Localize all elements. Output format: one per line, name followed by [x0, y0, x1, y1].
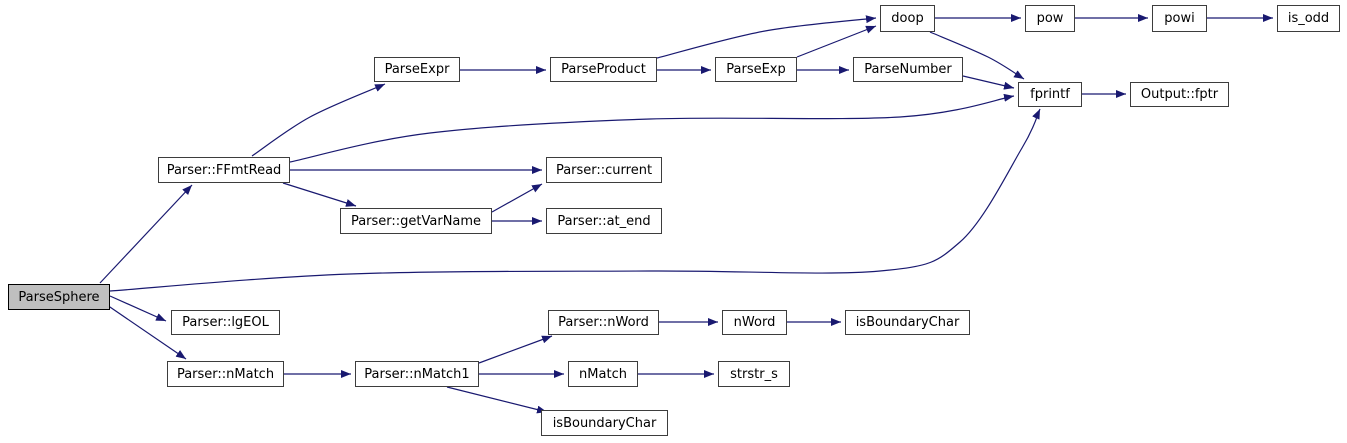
node-FFmtRead[interactable]: Parser::FFmtRead — [158, 157, 290, 183]
node-label: fprintf — [1030, 87, 1070, 102]
node-pow[interactable]: pow — [1025, 5, 1075, 32]
node-label: ParseSphere — [18, 289, 100, 305]
node-isBoundaryChar_b[interactable]: isBoundaryChar — [541, 410, 668, 436]
edge-ParseExp-doop — [796, 25, 877, 58]
node-Output_fptr[interactable]: Output::fptr — [1130, 82, 1229, 107]
node-label: strstr_s — [730, 366, 778, 382]
node-nMatch[interactable]: nMatch — [568, 361, 638, 387]
edge-ParseSphere-FFmtRead — [99, 184, 193, 284]
node-nWordP[interactable]: Parser::nWord — [548, 310, 659, 335]
node-label: nWord — [733, 315, 776, 330]
node-label: Output::fptr — [1140, 87, 1219, 102]
node-label: Parser::lgEOL — [182, 315, 269, 330]
edge-FFmtRead-getVarName — [282, 182, 357, 207]
node-label: Parser::nMatch1 — [364, 366, 470, 382]
node-label: pow — [1036, 11, 1064, 26]
edge-group — [99, 14, 1273, 414]
node-isBoundaryChar_r[interactable]: isBoundaryChar — [845, 310, 970, 335]
node-powi[interactable]: powi — [1152, 5, 1207, 32]
node-label: Parser::nWord — [558, 315, 649, 330]
node-getVarName[interactable]: Parser::getVarName — [340, 208, 492, 234]
node-label: Parser::at_end — [557, 213, 651, 229]
node-nMatchP[interactable]: Parser::nMatch — [167, 361, 284, 387]
node-label: nMatch — [579, 366, 627, 382]
node-ParseExpr[interactable]: ParseExpr — [374, 57, 460, 82]
edge-nMatch1-isBoundaryChar_b — [446, 386, 548, 414]
node-ParseSphere[interactable]: ParseSphere — [8, 284, 110, 310]
node-strstr_s[interactable]: strstr_s — [718, 361, 790, 387]
node-label: ParseExp — [726, 62, 786, 77]
node-doop[interactable]: doop — [880, 5, 935, 32]
node-nWord[interactable]: nWord — [722, 310, 787, 335]
node-label: isBoundaryChar — [855, 315, 960, 330]
node-label: is_odd — [1287, 11, 1330, 26]
node-ParseProduct[interactable]: ParseProduct — [550, 57, 657, 82]
node-label: ParseNumber — [864, 62, 952, 77]
edge-ParseSphere-lgEOL — [109, 295, 167, 322]
node-label: doop — [891, 11, 924, 26]
node-lgEOL[interactable]: Parser::lgEOL — [171, 310, 280, 335]
node-label: ParseProduct — [561, 62, 646, 77]
node-fprintf[interactable]: fprintf — [1018, 82, 1082, 107]
edge-getVarName-current — [491, 183, 543, 213]
node-at_end[interactable]: Parser::at_end — [546, 208, 662, 234]
edge-ParseSphere-fprintf — [109, 108, 1041, 292]
node-label: Parser::getVarName — [350, 213, 482, 229]
node-ParseNumber[interactable]: ParseNumber — [853, 57, 963, 82]
node-ParseExp[interactable]: ParseExp — [715, 57, 797, 82]
node-nMatch1[interactable]: Parser::nMatch1 — [355, 361, 479, 387]
node-current[interactable]: Parser::current — [546, 157, 662, 183]
node-is_odd[interactable]: is_odd — [1277, 5, 1340, 32]
node-label: Parser::nMatch — [176, 366, 275, 382]
node-label: Parser::FFmtRead — [166, 162, 282, 178]
edge-ParseProduct-doop — [656, 15, 877, 59]
edge-FFmtRead-fprintf — [289, 93, 1015, 163]
edge-FFmtRead-ParseExpr — [251, 83, 386, 157]
edge-nMatch1-nWordP — [478, 335, 553, 364]
edge-ParseNumber-fprintf — [962, 75, 1015, 90]
node-label: isBoundaryChar — [552, 415, 657, 431]
node-label: ParseExpr — [384, 62, 450, 77]
node-label: Parser::current — [555, 162, 653, 178]
node-label: powi — [1164, 11, 1195, 26]
